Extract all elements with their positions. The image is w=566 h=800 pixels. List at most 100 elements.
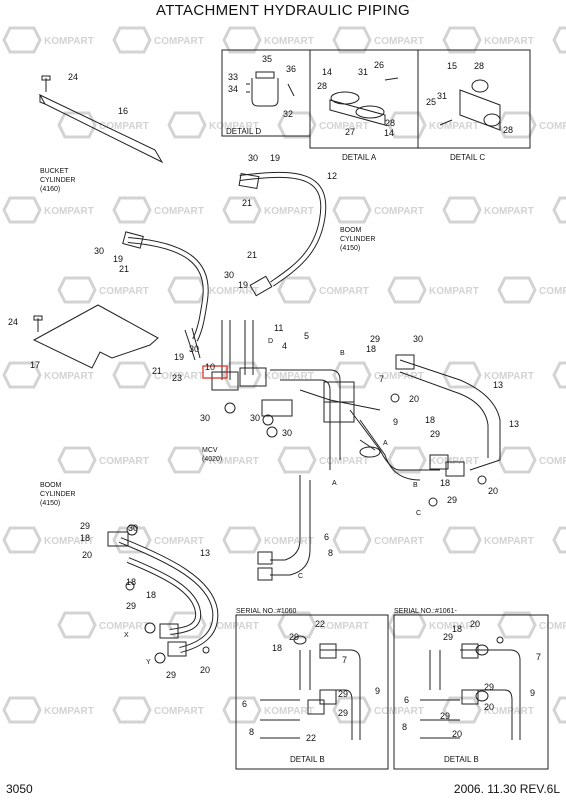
part-number-19: 19	[270, 153, 280, 163]
watermark-tile: COMPART	[57, 111, 149, 139]
svg-text:KOMPART: KOMPART	[264, 371, 314, 382]
part-number-34: 34	[228, 84, 238, 94]
watermark-tile: COMPART	[497, 446, 566, 474]
part-number-29: 29	[430, 429, 440, 439]
watermark-tile: KOMPART	[222, 196, 314, 224]
svg-text:KOMPART: KOMPART	[44, 536, 94, 547]
section-letter-x: X	[124, 632, 129, 639]
watermark-tile: KOMPART	[442, 526, 534, 554]
part-number-29: 29	[126, 601, 136, 611]
part-number-24: 24	[68, 72, 78, 82]
part-number-20: 20	[452, 729, 462, 739]
part-number-31: 31	[437, 91, 447, 101]
part-number-35: 35	[262, 54, 272, 64]
watermark-tile: COMPART	[497, 611, 566, 639]
pipe-12	[239, 171, 327, 287]
watermark-tile: COMPART	[552, 196, 566, 224]
svg-text:COMPART: COMPART	[374, 206, 424, 217]
watermark-tile: COMPART	[497, 111, 566, 139]
part-number-7: 7	[379, 374, 384, 384]
watermark-tile: KOMPART	[222, 26, 314, 54]
watermark-tile: COMPART	[332, 196, 424, 224]
part-number-18: 18	[440, 478, 450, 488]
section-letter-b: B	[413, 482, 418, 489]
watermark-tile: COMPART	[332, 696, 424, 724]
part-number-18: 18	[366, 344, 376, 354]
part-number-18: 18	[272, 643, 282, 653]
part-number-25: 25	[426, 97, 436, 107]
watermark-tile: KOMPART	[2, 526, 94, 554]
part-number-28: 28	[503, 125, 513, 135]
part-number-29: 29	[338, 689, 348, 699]
part-number-19: 19	[238, 280, 248, 290]
bracket-plate-16	[38, 93, 164, 164]
watermark-tile: COMPART	[57, 446, 149, 474]
svg-text:COMPART: COMPART	[154, 371, 204, 382]
part-number-20: 20	[470, 619, 480, 629]
watermark-tile: COMPART	[332, 526, 424, 554]
svg-text:KOMPART: KOMPART	[264, 706, 314, 717]
watermark-tile: COMPART	[552, 696, 566, 724]
watermark-tile: KOMPART	[167, 111, 259, 139]
part-number-6: 6	[242, 699, 247, 709]
part-number-8: 8	[328, 548, 333, 558]
watermark-tile: COMPART	[552, 361, 566, 389]
svg-text:KOMPART: KOMPART	[484, 706, 534, 717]
part-number-21: 21	[119, 264, 129, 274]
detail-a-frame	[309, 49, 419, 149]
watermark-tile: COMPART	[112, 26, 204, 54]
part-number-8: 8	[249, 727, 254, 737]
watermark-tile: KOMPART	[387, 446, 479, 474]
part-number-18: 18	[425, 415, 435, 425]
part-number-19: 19	[174, 352, 184, 362]
detail-b-left-label: DETAIL B	[290, 755, 325, 764]
svg-text:KOMPART: KOMPART	[209, 621, 259, 632]
boom-cylinder-bottom-label-2: CYLINDER	[40, 491, 75, 498]
part-number-18: 18	[146, 590, 156, 600]
part-number-9: 9	[375, 686, 380, 696]
svg-text:KOMPART: KOMPART	[44, 206, 94, 217]
watermark-tile: COMPART	[552, 26, 566, 54]
svg-text:KOMPART: KOMPART	[429, 286, 479, 297]
svg-text:KOMPART: KOMPART	[209, 456, 259, 467]
part-number-20: 20	[488, 486, 498, 496]
svg-text:COMPART: COMPART	[99, 621, 149, 632]
section-letter-c: C	[416, 510, 421, 517]
serial-left-label: SERIAL NO.:#1060	[236, 608, 297, 615]
part-number-30: 30	[189, 344, 199, 354]
watermark-tile: COMPART	[277, 446, 369, 474]
part-number-15: 15	[447, 61, 457, 71]
part-number-22: 22	[315, 619, 325, 629]
part-number-19: 19	[113, 254, 123, 264]
part-number-14: 14	[384, 128, 394, 138]
detail-c-frame	[417, 49, 531, 149]
part-number-6: 6	[324, 532, 329, 542]
svg-text:COMPART: COMPART	[539, 286, 566, 297]
watermark-tile: KOMPART	[387, 276, 479, 304]
svg-text:KOMPART: KOMPART	[484, 371, 534, 382]
svg-text:KOMPART: KOMPART	[484, 36, 534, 47]
part-number-21: 21	[152, 366, 162, 376]
svg-text:COMPART: COMPART	[154, 206, 204, 217]
section-letter-d: D	[268, 338, 273, 345]
part-number-30: 30	[282, 428, 292, 438]
boom-cylinder-top-label-3: (4150)	[340, 245, 360, 252]
part-number-29: 29	[166, 670, 176, 680]
svg-text:KOMPART: KOMPART	[44, 36, 94, 47]
part-number-13: 13	[509, 419, 519, 429]
mcv-label-2: (4020)	[202, 456, 222, 463]
watermark-tile: COMPART	[112, 196, 204, 224]
part-number-24: 24	[8, 317, 18, 327]
svg-text:KOMPART: KOMPART	[209, 286, 259, 297]
watermark-tile: COMPART	[277, 611, 369, 639]
svg-text:KOMPART: KOMPART	[484, 536, 534, 547]
watermark-tile: KOMPART	[442, 361, 534, 389]
watermark-tile: KOMPART	[442, 196, 534, 224]
detail-a-label: DETAIL A	[342, 153, 377, 162]
svg-text:KOMPART: KOMPART	[484, 206, 534, 217]
watermark-tile: COMPART	[112, 361, 204, 389]
watermark-tile: KOMPART	[167, 446, 259, 474]
part-number-6: 6	[404, 695, 409, 705]
boom-cylinder-bottom-label-3: (4150)	[40, 500, 60, 507]
part-number-28: 28	[474, 61, 484, 71]
